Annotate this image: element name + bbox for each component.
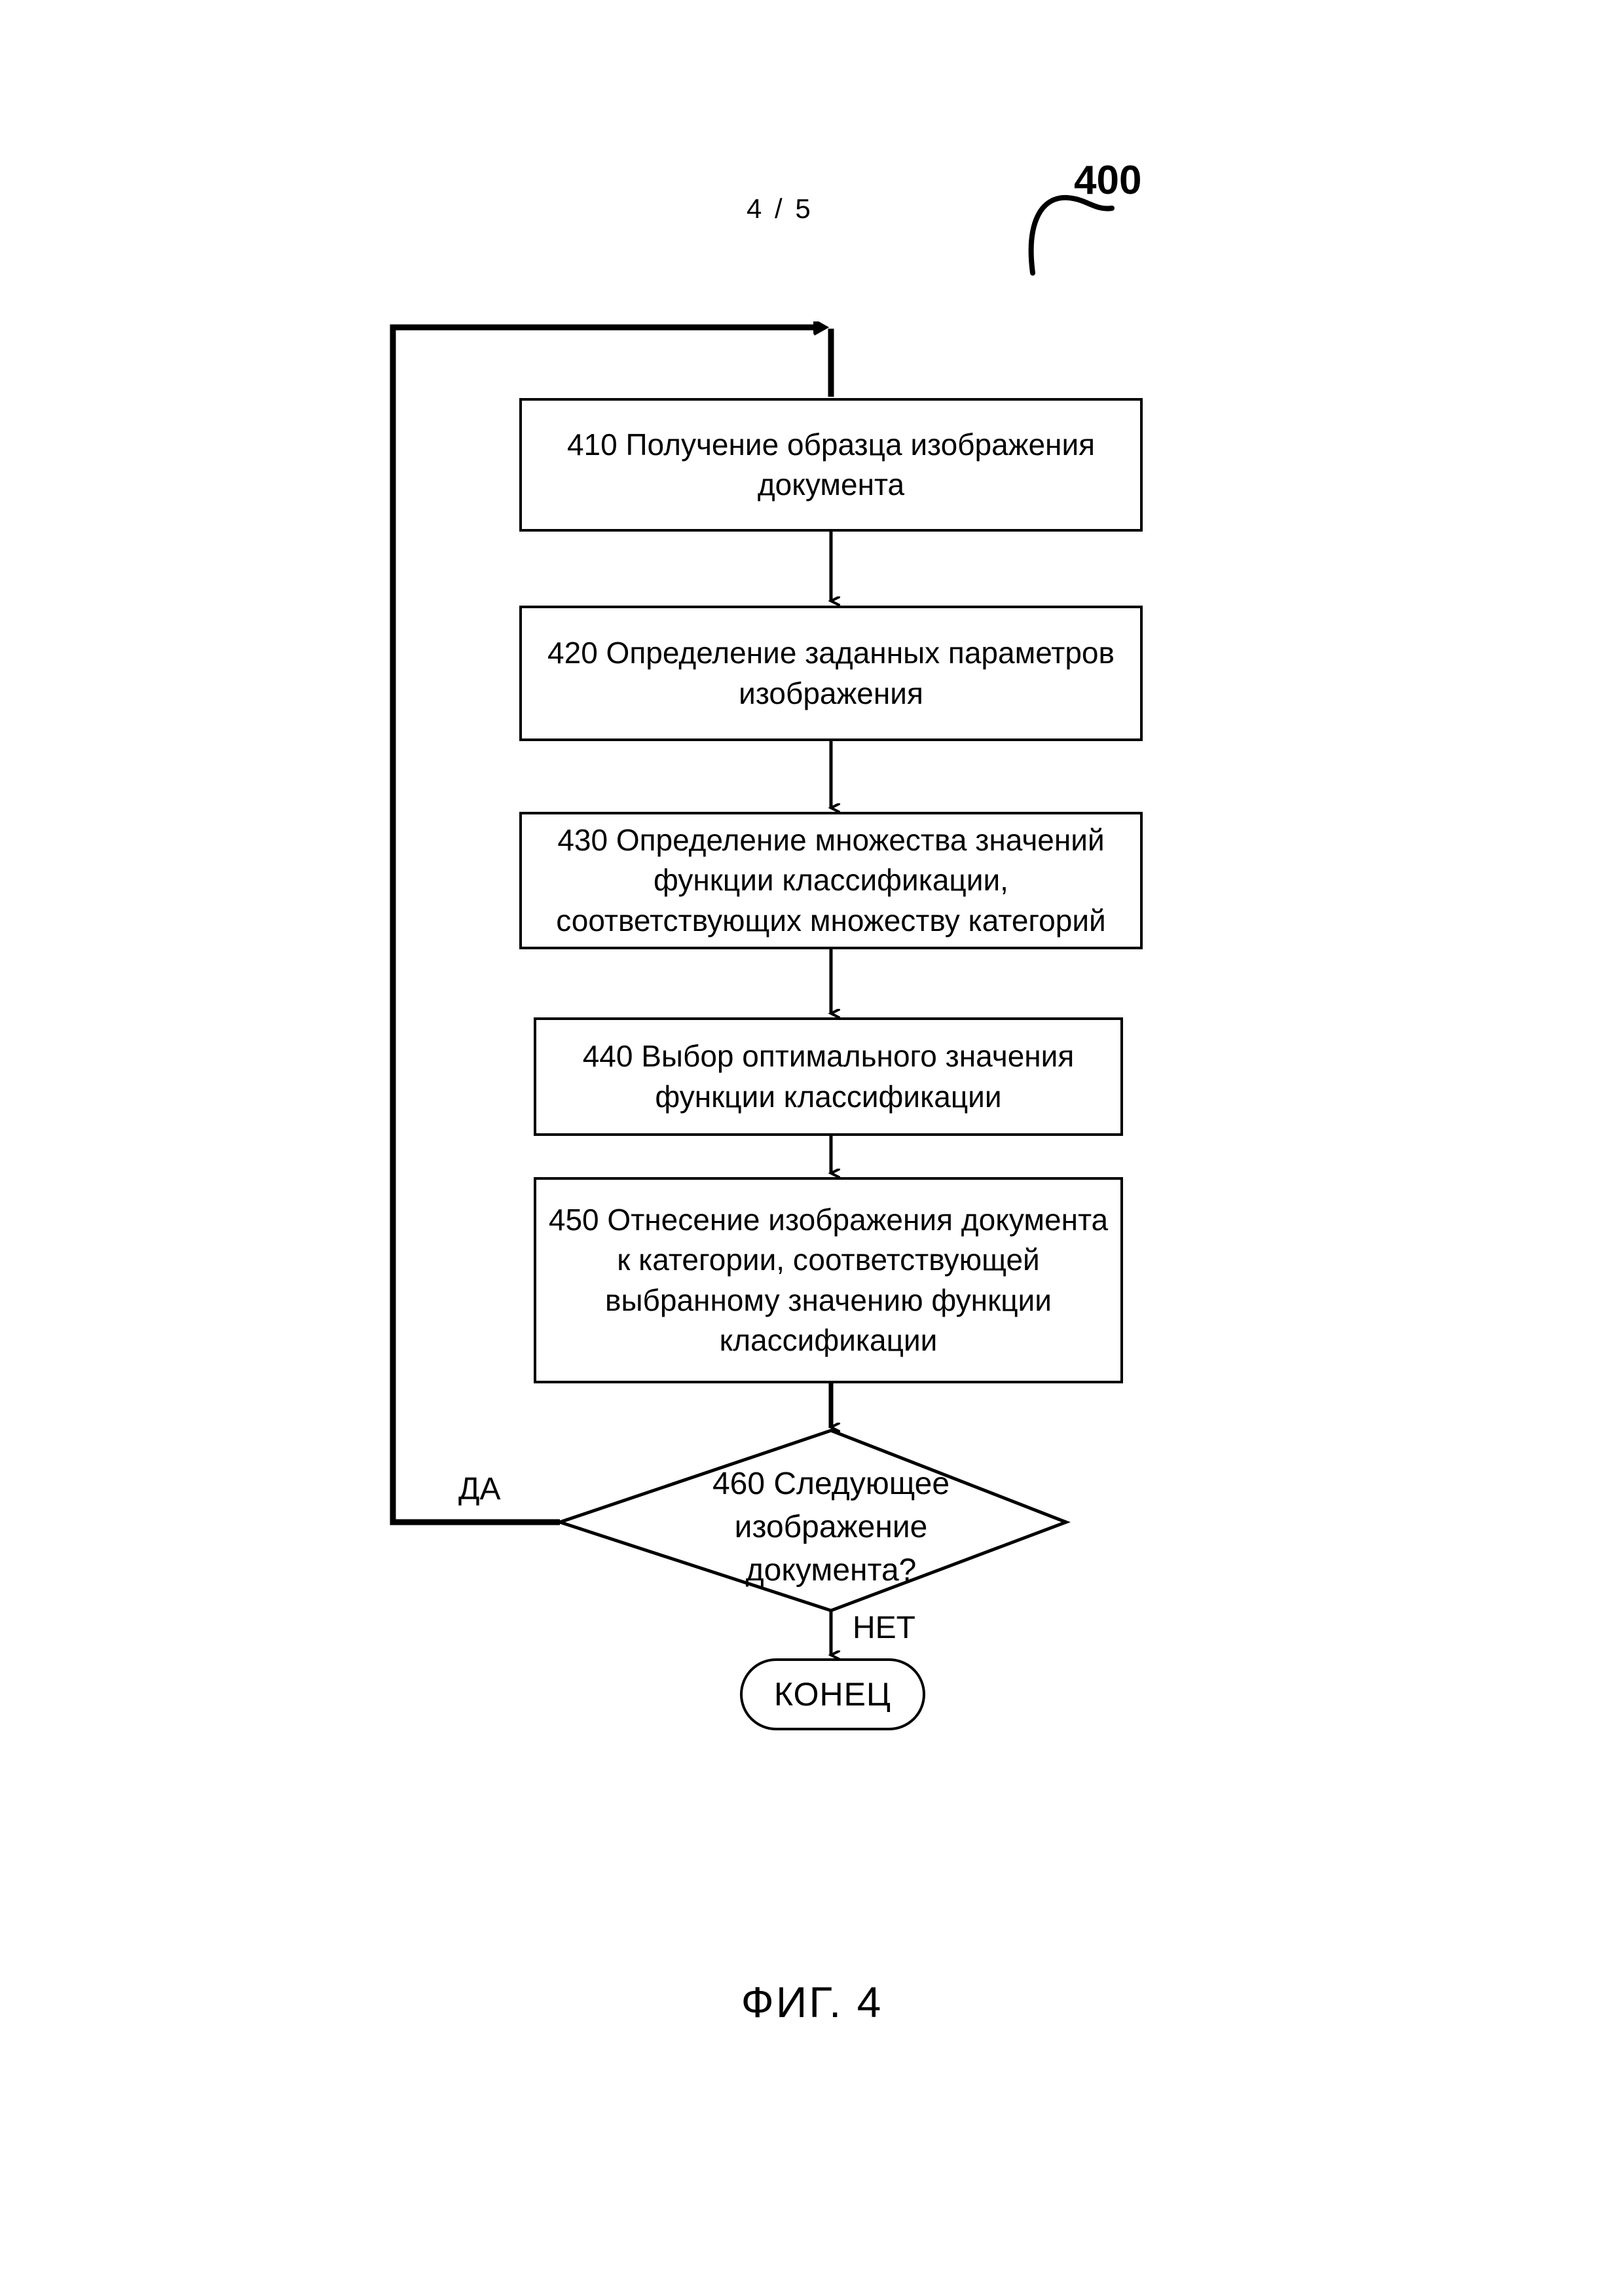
page-number: 4 / 5 <box>747 193 813 224</box>
process-box-440-label: 440 Выбор оптимального значения функции … <box>582 1039 1075 1114</box>
figure-reference-number: 400 <box>1074 158 1142 203</box>
process-box-410[interactable]: 410 Получение образца изображения докуме… <box>519 398 1143 532</box>
process-box-420-label: 420 Определение заданных параметров изоб… <box>547 636 1115 710</box>
end-terminal-label: КОНЕЦ <box>774 1676 891 1713</box>
process-box-450-label: 450 Отнесение изображения документа к ка… <box>548 1203 1109 1357</box>
process-box-420[interactable]: 420 Определение заданных параметров изоб… <box>519 606 1143 741</box>
process-box-410-label: 410 Получение образца изображения докуме… <box>566 427 1096 501</box>
decision-460-label: 460 Следующее изображение документа? <box>712 1467 950 1588</box>
process-box-450[interactable]: 450 Отнесение изображения документа к ка… <box>534 1177 1123 1383</box>
process-box-430-label: 430 Определение множества значений функц… <box>556 823 1106 938</box>
end-terminal-node[interactable]: КОНЕЦ <box>740 1658 925 1730</box>
branch-label-yes: ДА <box>458 1472 501 1506</box>
process-box-430[interactable]: 430 Определение множества значений функц… <box>519 812 1143 949</box>
figure-caption: ФИГ. 4 <box>741 1978 883 2026</box>
process-box-440[interactable]: 440 Выбор оптимального значения функции … <box>534 1017 1123 1136</box>
branch-label-no: НЕТ <box>853 1611 915 1645</box>
figure-leader-curve <box>1028 194 1115 276</box>
